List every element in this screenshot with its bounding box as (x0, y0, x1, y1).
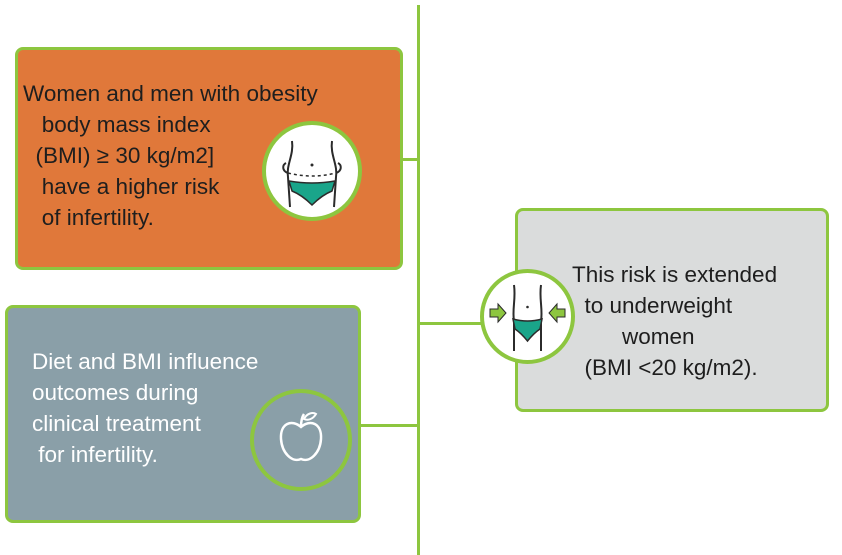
connector-underweight (418, 322, 482, 325)
timeline-vertical-line (417, 5, 420, 555)
underweight-torso-icon (480, 269, 575, 364)
obesity-risk-text: Women and men with obesity body mass ind… (23, 81, 318, 230)
connector-obesity (403, 158, 418, 161)
connector-diet (352, 424, 418, 427)
obesity-torso-icon (262, 121, 362, 221)
underweight-risk-text: This risk is extended to underweight wom… (572, 262, 778, 380)
apple-icon (250, 389, 352, 491)
diet-bmi-text: Diet and BMI influence outcomes during c… (32, 349, 259, 467)
